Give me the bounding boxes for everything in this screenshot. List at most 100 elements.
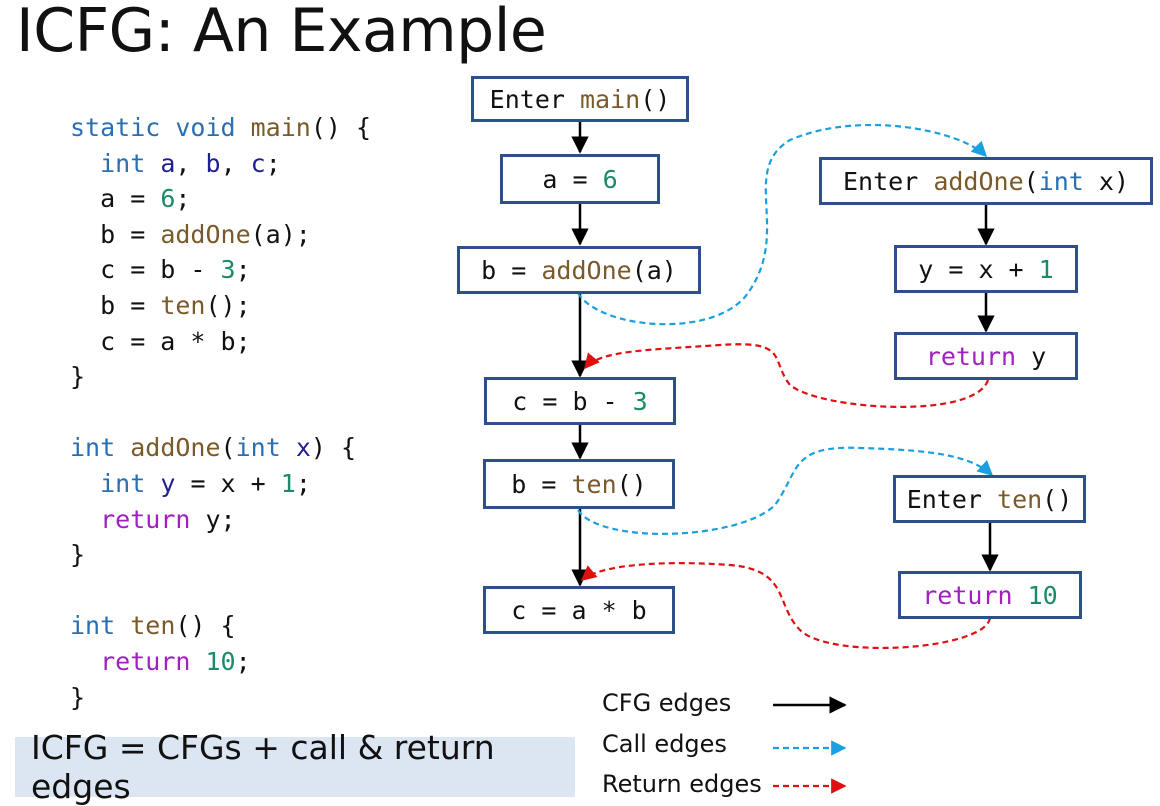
call-edge-ten (577, 446, 994, 535)
node-token: y (1016, 341, 1047, 371)
code-line: int addOne(int x) { (70, 430, 371, 466)
node-token: Enter (906, 484, 998, 514)
code-token: 10 (205, 646, 236, 676)
code-token: ) { (310, 433, 357, 463)
source-code: static void main() { int a, b, c; a = 6;… (70, 110, 371, 715)
code-token: int (70, 433, 131, 463)
slide-title: ICFG: An Example (16, 0, 547, 66)
code-token: int (100, 468, 161, 498)
code-token: = x + (175, 468, 281, 498)
code-token: int (70, 611, 131, 641)
code-token: void (175, 113, 251, 142)
node-c-assign-mul: c = a * b (483, 586, 675, 634)
code-line: int y = x + 1; (70, 466, 371, 502)
code-token: static (70, 113, 176, 142)
code-token: 3 (220, 255, 236, 285)
code-token: ; (235, 255, 251, 285)
code-token: return (100, 504, 191, 534)
node-enter-addone: Enter addOne(int x) (819, 157, 1153, 205)
code-line: int ten() { (70, 608, 371, 644)
node-token: () (640, 84, 671, 114)
code-token: (); (205, 290, 251, 320)
code-token: main (250, 113, 311, 142)
node-enter-main: Enter main() (471, 76, 689, 122)
code-token: , (220, 148, 251, 178)
code-line: int a, b, c; (70, 146, 371, 182)
node-c-assign-sub: c = b - 3 (484, 377, 676, 425)
code-token: b (205, 148, 221, 178)
code-line: c = b - 3; (70, 252, 371, 288)
node-token: 1 (1038, 254, 1054, 284)
legend-cfg-label: CFG edges (602, 689, 732, 717)
node-token: y = x + (918, 254, 1039, 284)
code-token: ten (160, 290, 206, 320)
node-token: int (1038, 166, 1084, 196)
node-token: b = (481, 255, 542, 285)
code-token: a = (70, 184, 161, 214)
code-token: } (70, 540, 86, 570)
code-line: } (70, 537, 371, 573)
node-token: c = a * b (511, 595, 647, 625)
node-b-call-ten: b = ten() (483, 459, 675, 509)
code-token: , (175, 148, 206, 178)
node-token: a = (542, 164, 603, 194)
code-token: (a); (250, 219, 311, 249)
code-token: ; (235, 646, 251, 676)
code-token: y; (190, 504, 236, 534)
node-token: addOne (541, 255, 632, 285)
code-token: c (250, 148, 266, 178)
node-token: (a) (631, 255, 677, 285)
code-token: x (295, 433, 311, 463)
code-token: 6 (160, 184, 176, 214)
node-a-assign: a = 6 (500, 154, 660, 204)
code-line: static void main() { (70, 110, 371, 146)
code-token: 1 (280, 468, 296, 498)
code-line: b = ten(); (70, 288, 371, 324)
node-y-assign: y = x + 1 (894, 245, 1078, 293)
code-line: b = addOne(a); (70, 217, 371, 253)
node-token: ten (997, 484, 1043, 514)
code-line: } (70, 359, 371, 395)
code-token: b = (70, 219, 161, 249)
node-token: c = b - (512, 386, 633, 416)
node-token: ( (1023, 166, 1039, 196)
code-token: ten (130, 611, 176, 641)
code-token: int (100, 148, 161, 178)
node-token: 10 (1027, 580, 1058, 610)
return-edge-ten (580, 562, 992, 650)
code-token: c = b - (70, 255, 221, 285)
code-token: addOne (130, 433, 221, 463)
call-edge-addone (577, 123, 988, 326)
code-token: return (100, 646, 191, 676)
node-token: 3 (632, 386, 648, 416)
summary-text: ICFG = CFGs + call & return edges (31, 728, 495, 806)
node-token: Enter (489, 84, 580, 114)
legend-return-label: Return edges (602, 770, 762, 798)
code-token: ; (295, 468, 311, 498)
code-token: c = a * b; (70, 326, 251, 356)
node-token: 6 (602, 164, 618, 194)
code-token: } (70, 682, 86, 712)
node-token: return (922, 580, 1013, 610)
node-token (1013, 581, 1028, 610)
code-token: y (160, 468, 176, 498)
code-line: } (70, 680, 371, 716)
summary-box: ICFG = CFGs + call & return edges (15, 728, 575, 806)
code-token: () { (310, 113, 372, 142)
node-token: b = (511, 469, 572, 499)
code-token: ; (265, 148, 281, 178)
node-token: main (579, 84, 641, 114)
node-return-10: return 10 (898, 571, 1082, 619)
node-token: () (1042, 484, 1073, 514)
code-line: c = a * b; (70, 324, 371, 360)
node-return-y: return y (894, 332, 1078, 380)
node-enter-ten: Enter ten() (893, 475, 1086, 523)
node-token: x) (1083, 166, 1129, 196)
node-token: Enter (843, 166, 934, 196)
code-token: int (235, 433, 296, 463)
code-token: ; (175, 184, 191, 214)
code-line: a = 6; (70, 181, 371, 217)
node-token: addOne (933, 166, 1024, 196)
code-line: return y; (70, 502, 371, 538)
